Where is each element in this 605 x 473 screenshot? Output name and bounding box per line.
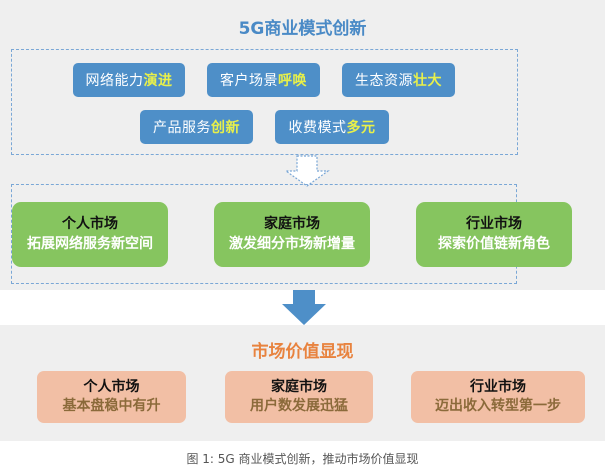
value-personal: 个人市场 基本盘稳中有升 [37, 371, 186, 423]
innovation-product-service: 产品服务创新 [140, 110, 253, 144]
innovation-highlight: 多元 [346, 120, 376, 136]
innovation-group-frame [11, 49, 518, 155]
innovation-highlight: 呼唤 [278, 73, 307, 89]
value-market-name: 家庭市场 [271, 379, 327, 395]
market-description: 探索价值链新角色 [438, 236, 550, 252]
market-industry: 行业市场 探索价值链新角色 [416, 202, 572, 267]
innovation-label: 客户场景 [220, 73, 278, 89]
innovation-ecosystem: 生态资源壮大 [342, 63, 455, 97]
value-description: 迈出收入转型第一步 [435, 398, 561, 414]
diagram-title: 5G商业模式创新 [238, 19, 367, 39]
market-description: 激发细分市场新增量 [229, 236, 355, 252]
innovation-highlight: 演进 [143, 73, 173, 89]
market-name: 个人市场 [62, 216, 118, 232]
value-description: 用户数发展迅猛 [250, 398, 348, 414]
innovation-label: 收费模式 [288, 120, 347, 136]
innovation-label: 产品服务 [153, 120, 211, 136]
market-name: 家庭市场 [264, 216, 320, 232]
value-description: 基本盘稳中有升 [62, 398, 161, 414]
innovation-label: 生态资源 [355, 73, 413, 89]
innovation-label: 网络能力 [85, 73, 144, 89]
innovation-network-capability: 网络能力演进 [73, 63, 185, 97]
market-description: 拓展网络服务新空间 [27, 236, 153, 252]
hollow-down-arrow-icon [284, 155, 330, 187]
innovation-highlight: 壮大 [413, 73, 442, 89]
value-title: 市场价值显现 [251, 342, 354, 362]
market-name: 行业市场 [466, 216, 522, 232]
value-market-name: 行业市场 [470, 379, 526, 395]
figure-caption: 图 1: 5G 商业模式创新，推动市场价值显现 [186, 452, 419, 466]
value-market-name: 个人市场 [83, 379, 140, 395]
solid-down-arrow-icon [282, 290, 326, 325]
value-industry: 行业市场 迈出收入转型第一步 [411, 371, 585, 423]
innovation-charging-model: 收费模式多元 [275, 110, 389, 144]
innovation-highlight: 创新 [211, 120, 240, 136]
innovation-customer-scenario: 客户场景呼唤 [207, 63, 320, 97]
market-home: 家庭市场 激发细分市场新增量 [214, 202, 370, 267]
value-home: 家庭市场 用户数发展迅猛 [225, 371, 373, 423]
market-personal: 个人市场 拓展网络服务新空间 [12, 202, 168, 267]
